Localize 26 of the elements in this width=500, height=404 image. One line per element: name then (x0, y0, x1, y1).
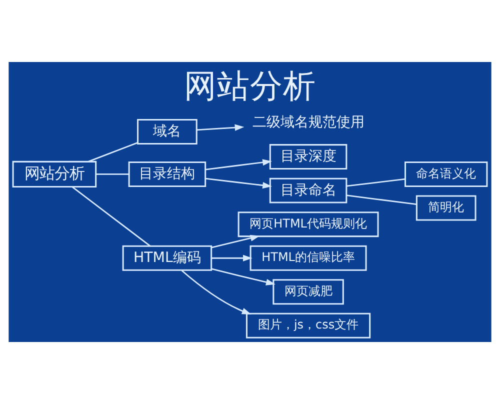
connector (346, 194, 417, 206)
connector (88, 142, 138, 162)
node-box: 目录深度 (269, 144, 348, 170)
node-box: 网页HTML代码规则化 (238, 212, 379, 238)
node-box: 域名 (137, 118, 198, 144)
node-box: HTML的信噪比率 (250, 245, 367, 271)
node-box: 目录结构 (128, 161, 206, 187)
node-box: 简明化 (416, 195, 476, 221)
node-box: HTML编码 (122, 245, 212, 271)
connector (346, 178, 406, 187)
node-box: 图片，js，css文件 (246, 312, 371, 338)
node-box: 网页减肥 (272, 279, 344, 305)
node-box: 目录命名 (269, 178, 348, 204)
diagram-title: 网站分析 (184, 66, 316, 105)
node-text: 二级域名规范使用 (252, 114, 364, 131)
node-box: 网站分析 (12, 160, 97, 188)
arrow (196, 124, 244, 131)
arrow (211, 268, 276, 286)
arrow (211, 234, 260, 248)
connector (72, 186, 151, 247)
arrow (211, 254, 252, 262)
arrow (181, 270, 252, 314)
connector (96, 174, 129, 175)
arrow (205, 159, 272, 170)
arrow (205, 178, 272, 189)
node-box: 命名语义化 (404, 161, 488, 187)
